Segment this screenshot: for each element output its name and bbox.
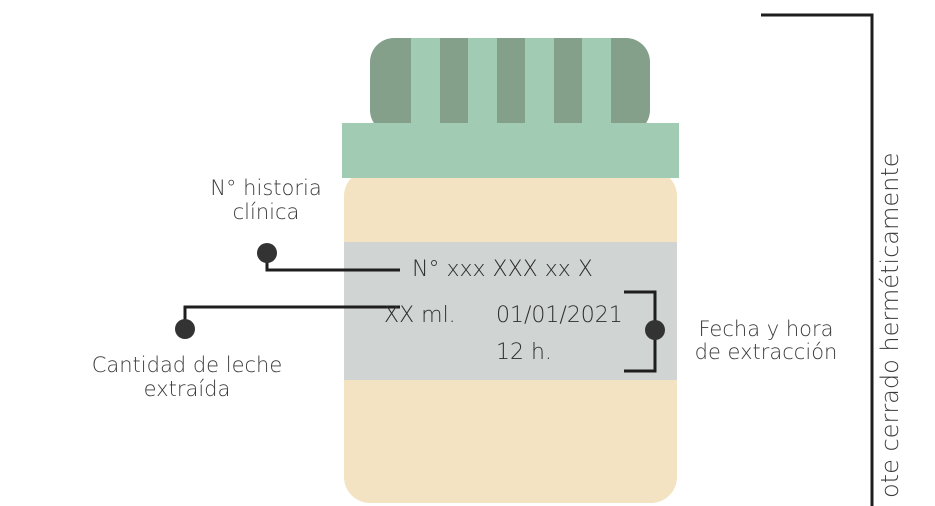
lid-stripes — [411, 38, 611, 124]
bote-bracket — [761, 13, 874, 506]
fecha-label-line2: de extracción — [694, 340, 838, 364]
cantidad-label-line1: Cantidad de leche — [91, 353, 283, 377]
fecha-label: Fecha y hora de extracción — [676, 318, 856, 364]
jar-label-band — [344, 242, 677, 380]
historia-dot — [257, 243, 277, 263]
bote-label: ote cerrado herméticamente — [876, 152, 904, 498]
bote-label-wrap: ote cerrado herméticamente — [872, 0, 932, 506]
jar-date-text: 01/01/2021 — [496, 303, 623, 328]
cantidad-label-line2: extraída — [143, 377, 231, 401]
jar-id-text: N° xxx XXX xx X — [412, 257, 593, 282]
fecha-dot — [645, 320, 665, 340]
jar-volume-text: XX ml. — [384, 303, 456, 328]
jar-time-text: 12 h. — [496, 340, 552, 365]
historia-label-line1: N° historia — [210, 176, 322, 200]
cantidad-label: Cantidad de leche extraída — [62, 353, 312, 401]
lid-band — [342, 123, 679, 178]
historia-label-line2: clínica — [232, 200, 300, 224]
fecha-label-line1: Fecha y hora — [698, 317, 834, 341]
historia-label: N° historia clínica — [186, 176, 346, 224]
cantidad-dot — [175, 319, 195, 339]
